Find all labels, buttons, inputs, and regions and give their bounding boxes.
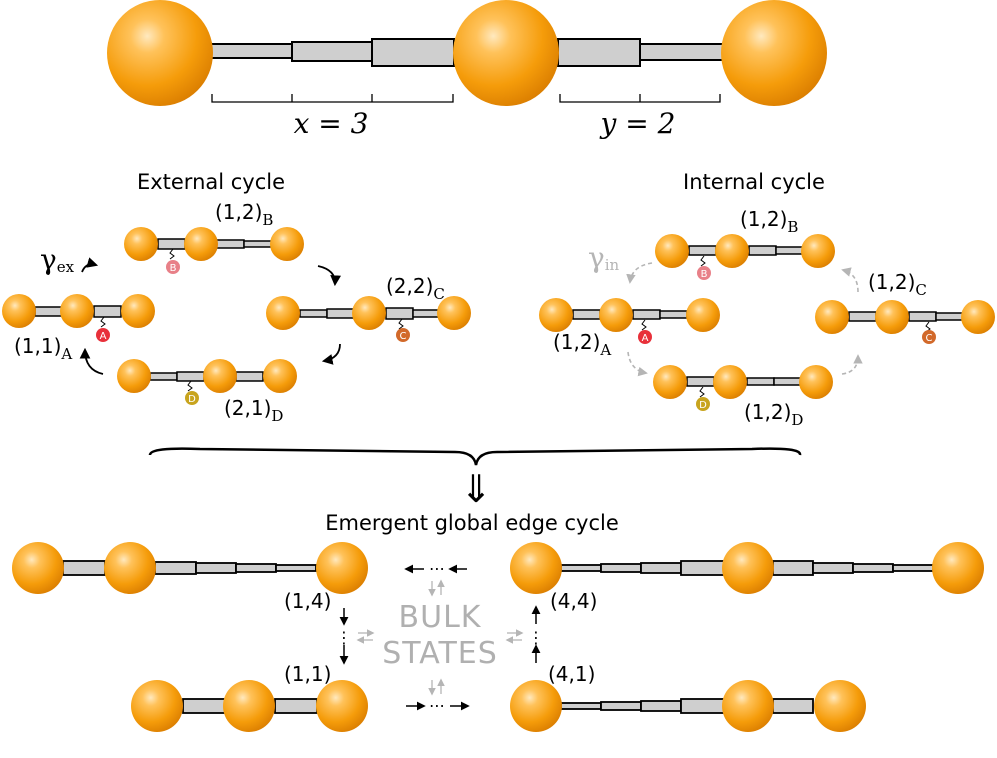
ext-state-c-label: (2,2)C (386, 274, 445, 303)
site-c-letter: C (400, 331, 407, 342)
ext-state-d-label: (2,1)D (224, 396, 283, 425)
site-a-letter: A (642, 333, 649, 344)
site-d-letter: D (699, 400, 707, 411)
curly-brace (148, 447, 802, 466)
int-state-c-label: (1,2)C (868, 270, 927, 299)
chain-state-4-1 (510, 680, 866, 732)
link-segment (557, 38, 641, 67)
int-arrow-top-left (626, 262, 653, 284)
ext-state-b-label: (1,2)B (215, 200, 273, 229)
bulk-label-line1: BULK (399, 600, 482, 635)
chain-state-int-b: B (655, 234, 835, 280)
bulk-exchange-bottom (428, 678, 445, 696)
int-arrow-top-right (841, 267, 859, 293)
link-segment (204, 43, 294, 59)
state-4-1-label: (4,1) (548, 662, 595, 686)
chain-state-1-1 (131, 680, 368, 732)
ext-arrow-bottom-left (79, 347, 104, 375)
top-chain: x = 3 y = 2 (107, 0, 827, 140)
site-d-marker (185, 391, 199, 405)
int-arrow-bottom-right (841, 354, 863, 375)
site-b-letter: B (701, 269, 708, 280)
gamma-in-label: γin (588, 241, 620, 274)
site-a-marker (638, 330, 652, 344)
site-a-letter: A (100, 331, 107, 342)
int-state-b-label: (1,2)B (740, 207, 798, 236)
gamma-ex-label: γex (40, 243, 75, 276)
chain-state-int-d: D (653, 365, 833, 411)
ext-arrow-top-left (81, 257, 99, 273)
site-a-marker (96, 328, 110, 342)
int-state-a-label: (1,2)A (553, 330, 611, 359)
site-c-letter: C (926, 333, 933, 344)
x-label: x = 3 (294, 107, 369, 140)
site-c-marker (922, 330, 936, 344)
site-b-marker (697, 266, 711, 280)
bulk-exchange-right (505, 629, 524, 644)
x-bracket (211, 94, 454, 103)
chain-state-ext-c: C (266, 296, 471, 342)
external-cycle-title: External cycle (137, 170, 285, 194)
chain-state-int-a: A (539, 298, 720, 344)
external-cycle: External cycle B (1,2)B A (1,1)A (2, 170, 471, 425)
ball (107, 0, 213, 106)
implies-arrow: ⇓ (460, 467, 492, 511)
site-d-letter: D (188, 394, 196, 405)
internal-cycle-title: Internal cycle (683, 170, 825, 194)
link-segment (639, 43, 726, 61)
chain-state-1-4 (12, 542, 368, 594)
site-b-marker (166, 260, 180, 274)
link-segment (291, 41, 373, 62)
flow-vdots-right: ⋮ (528, 628, 544, 647)
link-segment (371, 38, 455, 67)
chain-state-4-4 (510, 542, 984, 594)
emergent-cycle-title: Emergent global edge cycle (325, 511, 619, 535)
flow-vdots-left: ⋮ (336, 628, 352, 647)
site-d-marker (696, 397, 710, 411)
ext-arrow-top-right (317, 265, 341, 287)
ext-state-a-label: (1,1)A (14, 334, 72, 363)
ext-arrow-bottom-right (321, 343, 341, 365)
bulk-label-line2: STATES (382, 636, 498, 671)
state-1-1-label: (1,1) (284, 662, 331, 686)
int-state-d-label: (1,2)D (744, 400, 803, 429)
ball (453, 0, 559, 106)
int-arrow-bottom-left (627, 351, 648, 377)
state-1-4-label: (1,4) (284, 589, 331, 613)
bulk-exchange-left (356, 629, 375, 644)
chain-state-ext-b: B (124, 227, 304, 274)
site-c-marker (396, 328, 410, 342)
site-b-letter: B (170, 263, 177, 274)
flow-dots-bottom: ⋯ (429, 696, 445, 715)
chain-state-int-c: C (815, 300, 995, 344)
y-bracket (559, 94, 721, 103)
ball (721, 0, 827, 106)
bulk-exchange-top (428, 579, 445, 597)
y-label: y = 2 (599, 107, 676, 140)
flow-dots-top: ⋯ (429, 559, 445, 578)
emergent-cycle: Emergent global edge cycle (1,4) (12, 511, 984, 732)
state-4-4-label: (4,4) (550, 589, 597, 613)
chain-state-ext-a: A (2, 294, 155, 342)
internal-cycle: Internal cycle B (1,2)B A (1,2)A (539, 170, 995, 429)
chain-state-ext-d: D (117, 359, 297, 405)
